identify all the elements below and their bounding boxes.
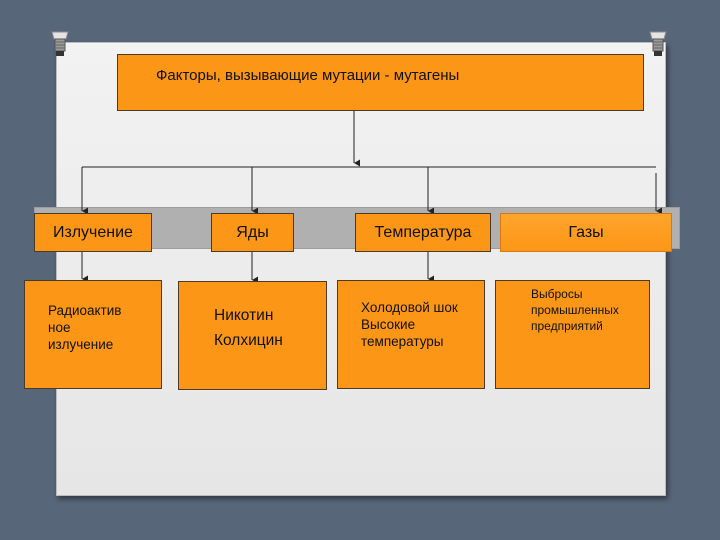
category-poisons: Яды bbox=[211, 213, 294, 252]
detail-line: излучение bbox=[48, 337, 114, 352]
category-label: Излучение bbox=[53, 223, 133, 241]
category-label: Газы bbox=[568, 223, 604, 241]
detail-line: Никотин bbox=[214, 307, 274, 324]
detail-line: Высокие bbox=[361, 317, 416, 332]
category-label: Температура bbox=[374, 223, 472, 241]
detail-line: Колхицин bbox=[214, 332, 283, 349]
detail-box-gases: Выбросы промышленных предприятий bbox=[495, 280, 650, 389]
whiteboard bbox=[56, 42, 666, 496]
detail-text: Выбросы промышленных предприятий bbox=[531, 286, 619, 334]
category-temperature: Температура bbox=[355, 213, 491, 252]
detail-line: Выбросы bbox=[531, 287, 583, 301]
detail-text: Холодовой шок Высокие температуры bbox=[361, 299, 458, 350]
screw-icon bbox=[51, 31, 69, 56]
detail-line: температуры bbox=[361, 334, 444, 349]
diagram-title: Факторы, вызывающие мутации - мутагены bbox=[156, 67, 460, 84]
detail-text: Радиоактив ное излучение bbox=[48, 302, 121, 353]
detail-text: Никотин Колхицин bbox=[214, 303, 283, 353]
detail-box-poisons: Никотин Колхицин bbox=[178, 281, 327, 390]
category-gases: Газы bbox=[500, 213, 672, 252]
detail-line: ное bbox=[48, 320, 71, 335]
category-radiation: Излучение bbox=[34, 213, 152, 252]
detail-line: предприятий bbox=[531, 319, 603, 333]
screw-icon bbox=[649, 31, 667, 56]
title-box: Факторы, вызывающие мутации - мутагены bbox=[117, 54, 644, 111]
detail-line: Радиоактив bbox=[48, 303, 122, 318]
detail-line: Холодовой шок bbox=[361, 300, 458, 315]
detail-line: промышленных bbox=[531, 303, 619, 317]
category-label: Яды bbox=[236, 223, 269, 241]
detail-box-radiation: Радиоактив ное излучение bbox=[24, 280, 162, 389]
detail-box-temperature: Холодовой шок Высокие температуры bbox=[337, 280, 485, 389]
